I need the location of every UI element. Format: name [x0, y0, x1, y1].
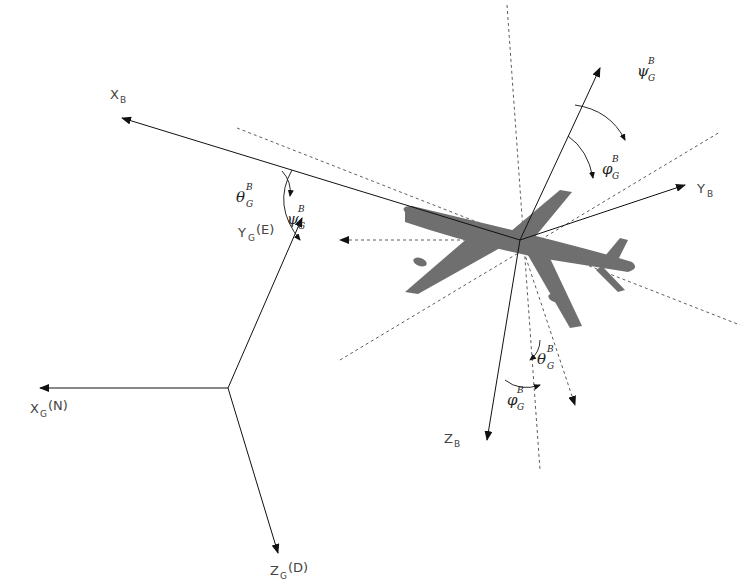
axis-label: X — [110, 88, 119, 101]
angle-superscript: B — [612, 155, 619, 164]
angle-superscript: B — [246, 183, 253, 192]
axis-label: Z — [444, 432, 453, 445]
aircraft-silhouette — [404, 190, 636, 328]
axis-subscript: G — [248, 234, 255, 243]
axis-subscript: B — [454, 440, 460, 449]
axis-label: Y — [697, 182, 705, 195]
angle-subscript: G — [648, 74, 655, 83]
angle-superscript: B — [298, 205, 305, 214]
angle-superscript: B — [648, 57, 655, 66]
axis-label: Y — [238, 226, 246, 239]
angle-subscript: G — [298, 222, 305, 231]
axis-direction: (N) — [48, 399, 68, 412]
angle-symbol: φ — [507, 393, 518, 408]
axis-subscript: G — [40, 410, 47, 419]
axis-label: X — [30, 402, 39, 415]
axis-direction: (D) — [288, 561, 308, 574]
angle-subscript: G — [547, 362, 554, 371]
angle-arcs — [282, 105, 625, 388]
angle-symbol: ψ — [637, 64, 649, 79]
angle-symbol: ψ — [287, 212, 299, 227]
axis-label: Z — [270, 564, 279, 577]
ground-axes — [40, 218, 302, 553]
axis-subscript: G — [280, 572, 287, 581]
axis-direction: (E) — [256, 223, 274, 236]
angle-symbol: φ — [602, 162, 613, 177]
angle-superscript: B — [517, 386, 524, 395]
axis-subscript: B — [707, 190, 713, 199]
angle-subscript: G — [517, 403, 524, 412]
body-axes — [122, 68, 685, 440]
angle-symbol: θ — [236, 190, 245, 205]
angle-subscript: G — [246, 200, 253, 209]
axis-subscript: B — [120, 96, 126, 105]
angle-subscript: G — [612, 172, 619, 181]
angle-symbol: θ — [537, 352, 546, 367]
reference-lines — [237, 5, 740, 470]
angle-superscript: B — [547, 345, 554, 354]
